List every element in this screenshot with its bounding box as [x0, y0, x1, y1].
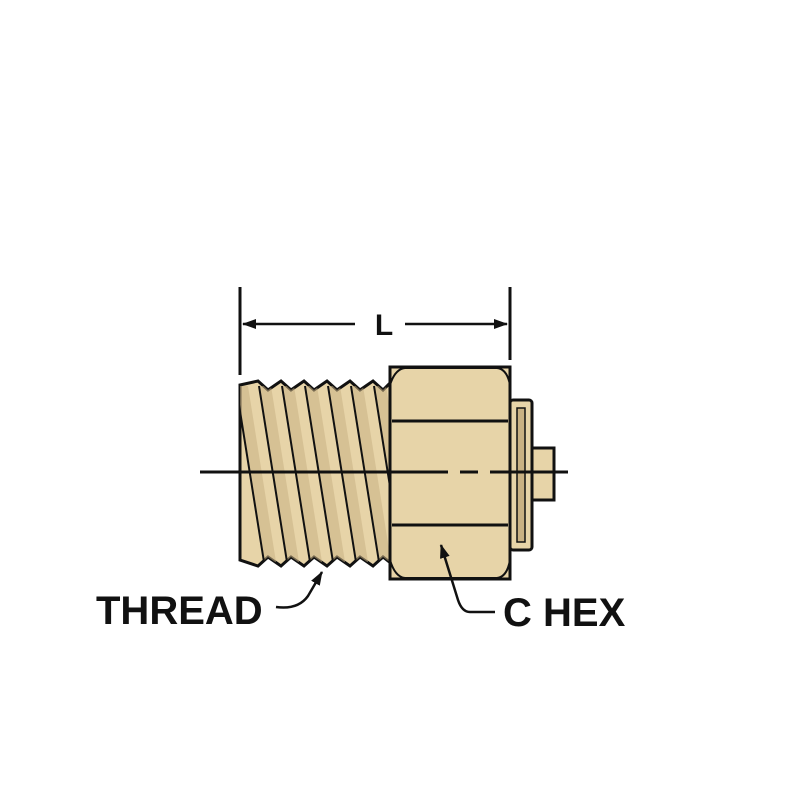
hex-callout: C HEX	[439, 544, 626, 635]
thread-line	[258, 385, 288, 563]
hex-label: C HEX	[503, 591, 626, 635]
end-nipple	[530, 446, 556, 502]
thread-line	[304, 385, 334, 563]
thread-shade	[240, 386, 276, 562]
thread-shade	[328, 386, 368, 562]
end-washer	[508, 398, 556, 552]
thread-shade	[305, 386, 345, 562]
hex-top-chamfer	[389, 367, 511, 386]
thread-shade	[259, 386, 299, 562]
washer-inner	[516, 407, 526, 543]
thread-line	[373, 385, 392, 563]
hex-leader	[439, 544, 495, 614]
thread-line	[327, 385, 357, 563]
thread-line	[281, 385, 311, 563]
thread-shade	[351, 386, 391, 562]
length-dimension: L	[238, 287, 512, 375]
thread-label: THREAD	[96, 589, 263, 633]
thread-shade	[282, 386, 322, 562]
thread-shade	[374, 386, 392, 562]
thread-helix-lines	[240, 385, 392, 563]
length-label: L	[375, 309, 393, 342]
thread-leader	[275, 571, 324, 609]
thread-callout: THREAD	[96, 571, 324, 633]
thread-line	[350, 385, 380, 563]
thread-line	[240, 385, 265, 563]
